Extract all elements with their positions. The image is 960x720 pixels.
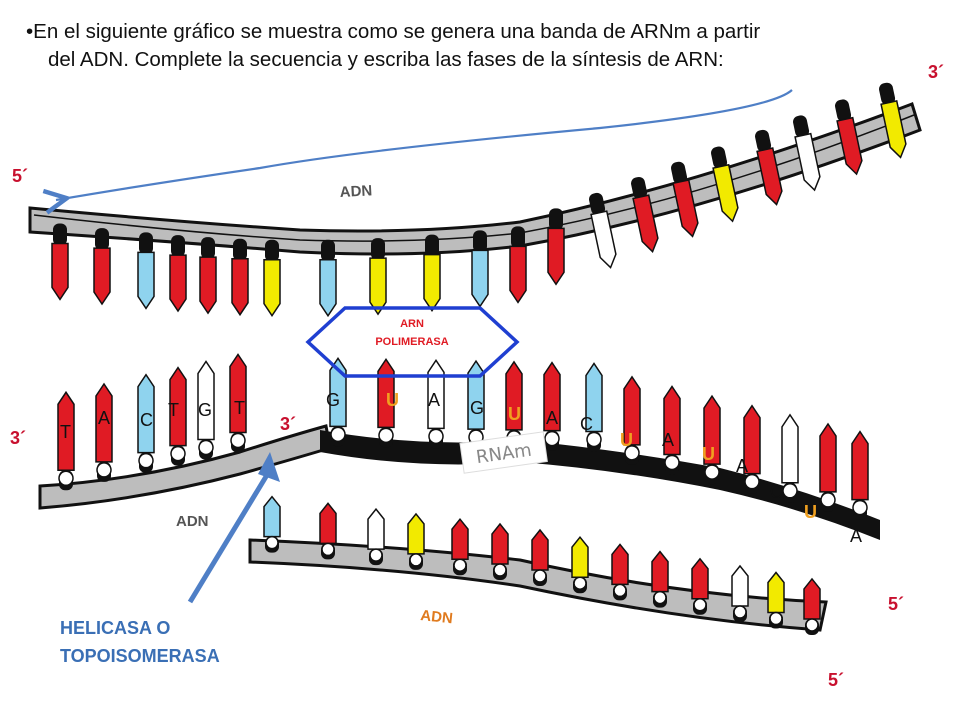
lower-left-strand-label: ADN [176, 513, 209, 530]
nucleotide-pellet [451, 517, 469, 576]
nucleotide [547, 208, 565, 286]
nucleotide-pellet [651, 550, 669, 608]
end-label-bottom-right-lower: 5´ [828, 670, 845, 690]
nucleotide [793, 115, 821, 192]
rna-uracil-letter: U [702, 444, 715, 464]
nucleotide-pellet [407, 512, 425, 570]
rna-base-letter: A [546, 408, 558, 428]
nucleotide [509, 226, 527, 304]
nucleotide [319, 239, 337, 318]
nucleotide [589, 192, 617, 269]
helicase-label: HELICASA O TOPOISOMERASA [60, 614, 220, 670]
nucleotide-pellet [691, 557, 709, 615]
nucleotide [169, 235, 187, 313]
template-base-letter: T [234, 398, 245, 418]
rna-base-letter: A [850, 526, 862, 546]
rna-uracil-letter: U [804, 502, 817, 522]
rna-base-letter: C [770, 482, 783, 502]
nucleotide-pellet [531, 528, 549, 586]
template-base-letter: T [168, 400, 179, 420]
rna-base-letter: A [662, 430, 674, 450]
nucleotide [671, 161, 699, 238]
nucleotide [423, 234, 441, 313]
nucleotide-pellet [137, 373, 155, 473]
rna-nucleotide [543, 361, 561, 451]
rna-nucleotide [663, 385, 681, 475]
end-label-bottom-right-upper: 5´ [888, 594, 905, 614]
rna-nucleotide [585, 362, 603, 452]
end-label-top-left: 5´ [12, 166, 29, 186]
rna-base-letter: A [736, 456, 748, 476]
nucleotide [137, 232, 155, 310]
nucleotide [199, 237, 217, 315]
rna-nucleotide [743, 404, 761, 494]
rna-template-bases [329, 357, 869, 520]
end-label-mid-left: 3´ [10, 428, 27, 448]
nucleotide [471, 230, 489, 308]
nucleotide-pellet [229, 353, 247, 453]
template-base-letter: G [198, 400, 212, 420]
nucleotide [93, 228, 111, 306]
nucleotide [631, 176, 659, 253]
rna-nucleotide [851, 430, 869, 520]
nucleotide [369, 238, 387, 316]
helicase-label-line-1: HELICASA O [60, 618, 171, 638]
bottom-strand-label: ADN [420, 607, 454, 627]
rna-nucleotide [623, 375, 641, 465]
template-base-letter: A [98, 408, 110, 428]
polymerase-label-line-1: ARN [400, 318, 424, 330]
nucleotide-pellet [803, 577, 821, 635]
helicase-label-line-2: TOPOISOMERASA [60, 646, 220, 666]
template-base-letter: C [140, 410, 153, 430]
nucleotide-pellet [611, 543, 629, 601]
nucleotide-pellet [367, 507, 385, 566]
rna-base-letter: G [470, 398, 484, 418]
nucleotide [263, 239, 281, 318]
nucleotide-pellet [571, 535, 589, 594]
end-label-mid-center: 3´ [280, 414, 297, 434]
nucleotide-pellet [57, 390, 75, 491]
nucleotide [231, 238, 249, 317]
helicase-arrow [187, 452, 280, 604]
nucleotide-pellet [197, 360, 215, 460]
instruction-line-2: del ADN. Complete la secuencia y escriba… [48, 48, 724, 71]
rna-nucleotide [703, 394, 721, 485]
lower-left-dna-strand [38, 353, 332, 510]
rna-label-box: RNAm [459, 431, 548, 474]
rna-uracil-letter: U [508, 404, 521, 424]
rna-uracil-letter: U [620, 430, 633, 450]
nucleotide [755, 129, 783, 206]
nucleotide [711, 146, 739, 223]
rna-nucleotide [819, 422, 837, 512]
instruction-text: •En el siguiente gráfico se muestra como… [26, 18, 906, 74]
rna-base-letter: C [580, 414, 593, 434]
nucleotide-pellet [319, 502, 337, 560]
rna-polymerase: ARN POLIMERASA [305, 306, 520, 378]
nucleotide-pellet [263, 495, 281, 553]
lower-right-dna-strand [320, 430, 880, 540]
nucleotide-pellet [95, 382, 113, 482]
rna-base-letter: A [428, 390, 440, 410]
nucleotide-pellet [767, 571, 785, 629]
top-strand-label: ADN [339, 182, 372, 201]
nucleotide-pellet [731, 564, 749, 622]
bottom-dna-strand [248, 495, 828, 635]
nucleotide-pellet [491, 522, 509, 580]
template-base-letter: T [60, 422, 71, 442]
rna-nucleotide [781, 413, 799, 503]
nucleotide-pellet [169, 366, 187, 466]
nucleotide [835, 99, 863, 176]
rna-uracil-letter: U [386, 390, 399, 410]
rna-base-letters: G U A G U A C U A U A C U A [326, 390, 862, 546]
direction-arrow [56, 89, 793, 200]
nucleotide [879, 82, 907, 159]
top-dna-strand [28, 82, 922, 318]
end-label-top-right: 3´ [928, 62, 945, 82]
polymerase-label-line-2: POLIMERASA [375, 336, 448, 348]
instruction-line-1: •En el siguiente gráfico se muestra como… [26, 20, 761, 43]
rna-base-letter: G [326, 390, 340, 410]
nucleotide [51, 223, 69, 301]
